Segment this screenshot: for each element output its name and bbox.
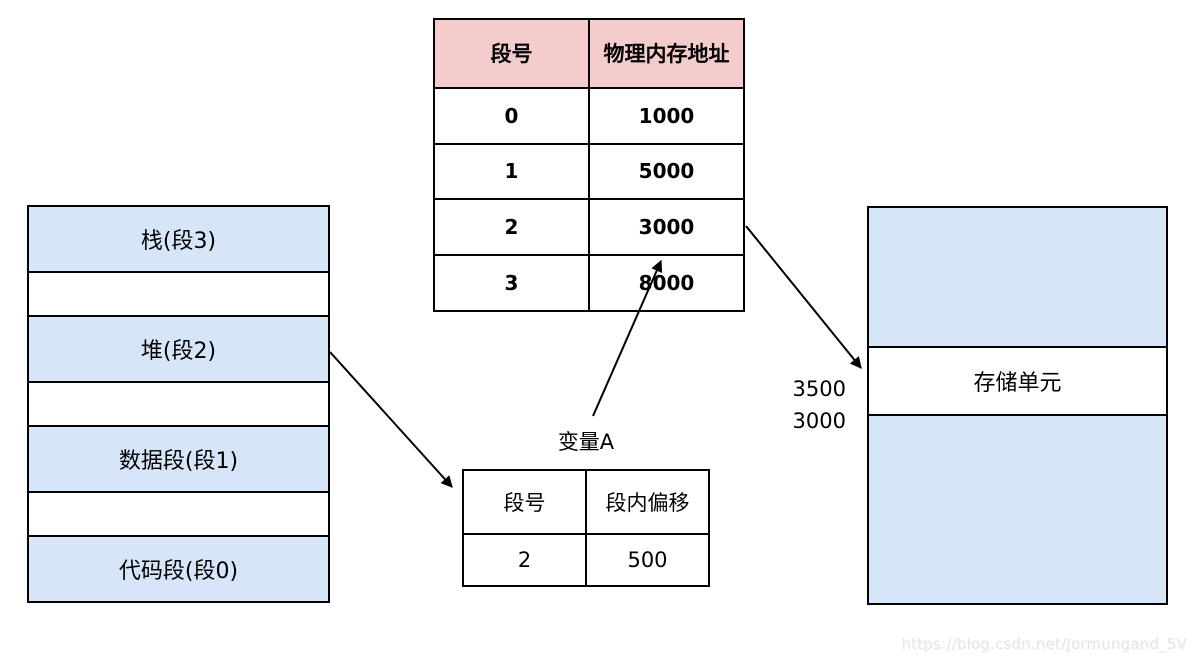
table-row: 0 1000 bbox=[433, 86, 745, 145]
storage-unit-row: 存储单元 bbox=[867, 346, 1168, 416]
segment-offset-cell: 500 bbox=[585, 533, 710, 587]
segment-stack-label: 栈(段3) bbox=[140, 229, 217, 254]
segment-number-cell: 2 bbox=[433, 198, 590, 257]
segment-number-header: 段号 bbox=[433, 18, 590, 89]
address-label-3500: 3500 bbox=[792, 377, 846, 401]
segment-number-cell: 1 bbox=[433, 142, 590, 201]
segment-number-cell: 2 bbox=[462, 533, 587, 587]
memory-region-lower bbox=[867, 414, 1168, 605]
segment-number-cell: 3 bbox=[433, 254, 590, 312]
segment-data-label: 数据段(段1) bbox=[118, 449, 239, 474]
variable-a-title: 变量A bbox=[557, 430, 615, 454]
physical-address-header: 物理内存地址 bbox=[588, 18, 745, 89]
table-row: 2 500 bbox=[462, 533, 710, 587]
segment-gap bbox=[27, 491, 330, 537]
process-segments-block: 栈(段3) 堆(段2) 数据段(段1) 代码段(段0) bbox=[27, 205, 330, 603]
arrow-heap-to-variable bbox=[329, 351, 453, 488]
segment-heap: 堆(段2) bbox=[27, 315, 330, 383]
table-header-row: 段号 物理内存地址 bbox=[433, 18, 745, 89]
segment-stack: 栈(段3) bbox=[27, 205, 330, 273]
segment-code: 代码段(段0) bbox=[27, 535, 330, 603]
table-row: 1 5000 bbox=[433, 142, 745, 201]
table-header-row: 段号 段内偏移 bbox=[462, 469, 710, 535]
segment-number-header: 段号 bbox=[462, 469, 587, 535]
physical-address-cell: 1000 bbox=[588, 86, 745, 145]
memory-region-upper bbox=[867, 206, 1168, 348]
watermark: https://blog.csdn.net/Jormungand_5V bbox=[901, 635, 1187, 653]
physical-memory-block: 存储单元 bbox=[867, 206, 1168, 605]
segment-gap bbox=[27, 381, 330, 427]
arrow-segment-table-to-memory bbox=[745, 225, 862, 369]
segment-gap bbox=[27, 271, 330, 317]
table-row: 2 3000 bbox=[433, 198, 745, 257]
segment-data: 数据段(段1) bbox=[27, 425, 330, 493]
segment-heap-label: 堆(段2) bbox=[140, 339, 217, 364]
physical-address-cell: 8000 bbox=[588, 254, 745, 312]
physical-address-cell: 5000 bbox=[588, 142, 745, 201]
segment-number-cell: 0 bbox=[433, 86, 590, 145]
address-label-3000: 3000 bbox=[792, 409, 846, 433]
physical-address-cell: 3000 bbox=[588, 198, 745, 257]
segment-offset-header: 段内偏移 bbox=[585, 469, 710, 535]
table-row: 3 8000 bbox=[433, 254, 745, 312]
segment-map-table: 段号 物理内存地址 0 1000 1 5000 2 3000 3 8000 bbox=[433, 18, 745, 312]
storage-unit-label: 存储单元 bbox=[973, 371, 1062, 396]
segment-code-label: 代码段(段0) bbox=[118, 559, 239, 584]
variable-a-table: 段号 段内偏移 2 500 bbox=[462, 469, 710, 587]
